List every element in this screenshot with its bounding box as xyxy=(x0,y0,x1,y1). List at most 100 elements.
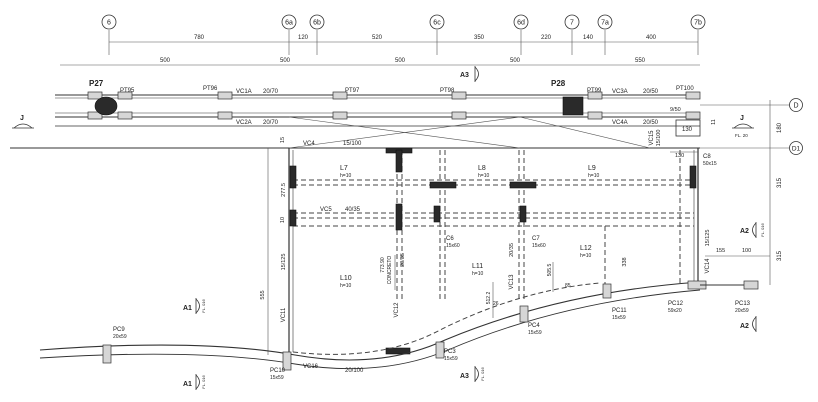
pillar-pc11 xyxy=(602,283,612,299)
plate-label: PT97 xyxy=(345,88,360,94)
column-head xyxy=(519,205,527,223)
axis-label: 7a xyxy=(601,20,609,27)
dimension-label: 9/50 xyxy=(670,107,681,113)
slab-thickness: h=10 xyxy=(580,253,591,259)
section-label: A1 xyxy=(183,381,192,388)
slab-label: L8 xyxy=(478,165,486,172)
pillar-size: 15x59 xyxy=(528,330,542,336)
beam-size: 20/100 xyxy=(345,368,364,374)
dimension-label: 140 xyxy=(583,35,594,41)
beam-label: VC14 xyxy=(705,258,711,274)
pillar-pc3 xyxy=(435,341,445,359)
axis-bubble xyxy=(690,14,706,30)
annotation-text: CONCRETO xyxy=(387,256,393,285)
pillar-size: 15x59 xyxy=(612,315,626,321)
row-axis-label: D1 xyxy=(792,146,801,153)
plate xyxy=(117,111,133,120)
beam-label: VC1A xyxy=(236,89,252,95)
dimension-label: 11 xyxy=(711,119,717,125)
plate-pt96 xyxy=(217,91,233,100)
plate-label: PT95 xyxy=(120,88,135,94)
section-ref: FL. 016 xyxy=(760,222,765,236)
slab-label: L10 xyxy=(340,275,352,282)
pillar-label: PC9 xyxy=(113,327,125,333)
axis-bubble xyxy=(564,14,580,30)
section-label: A1 xyxy=(183,305,192,312)
annotation-text: 26 xyxy=(493,301,499,307)
axis-bubble xyxy=(309,14,325,30)
dimension-label: 780 xyxy=(194,35,205,41)
opening-box xyxy=(675,119,701,137)
plate-pt95 xyxy=(87,91,103,100)
slab-thickness: h=10 xyxy=(340,173,351,179)
dimension-label: 220 xyxy=(541,35,552,41)
beam-label: VC16 xyxy=(303,364,319,370)
pillar-pc10 xyxy=(282,351,292,371)
section-arrow-icon xyxy=(195,374,200,390)
dimension-label: 120 xyxy=(298,35,309,41)
pillar-size: 15x59 xyxy=(270,375,284,381)
beam-size: 20/35 xyxy=(509,243,515,257)
plate-pt98 xyxy=(451,91,467,100)
slab-label: L12 xyxy=(580,245,592,252)
axis-label: 7b xyxy=(694,20,702,27)
dimension-label: 520 xyxy=(372,35,383,41)
plate xyxy=(451,111,467,120)
plate-label: PT98 xyxy=(440,88,455,94)
pillar-label: PC4 xyxy=(528,323,540,329)
column-head xyxy=(385,347,411,355)
beam-size: 20/70 xyxy=(263,89,279,95)
dimension-label: 100 xyxy=(742,248,751,254)
plate xyxy=(87,111,103,120)
beam-size: 40/35 xyxy=(345,207,361,213)
section-ref: FL. 016 xyxy=(480,366,485,380)
pillar-label: C6 xyxy=(446,236,454,242)
axis-label: 6d xyxy=(517,20,525,27)
axis-label: 6 xyxy=(107,20,111,27)
dimension-label: 155 xyxy=(716,248,725,254)
dimension-label: 350 xyxy=(474,35,485,41)
section-arrow-icon xyxy=(195,298,200,314)
section-arrow-icon xyxy=(752,316,757,332)
axis-bubble xyxy=(513,14,529,30)
pillar-size: 15x59 xyxy=(444,356,458,362)
plate-pt97 xyxy=(332,91,348,100)
pillar-size: 15x60 xyxy=(446,243,460,249)
column-head xyxy=(689,165,697,189)
beam-label: VC4A xyxy=(612,120,628,126)
section-arrow-icon xyxy=(752,222,757,238)
slab-label: L7 xyxy=(340,165,348,172)
dimension-label: 500 xyxy=(160,58,171,64)
pillar-size: 59x20 xyxy=(668,308,682,314)
column-p28 xyxy=(562,96,584,116)
plate-label: PT99 xyxy=(587,88,602,94)
beam-label: VC3A xyxy=(612,89,628,95)
section-arrow-icon xyxy=(12,123,34,129)
column-head xyxy=(433,205,441,223)
dimension-label: 15 xyxy=(280,137,286,143)
axis-bubble xyxy=(281,14,297,30)
plate-pt95b xyxy=(117,91,133,100)
section-label: A2 xyxy=(740,228,749,235)
beam-label: VC11 xyxy=(281,307,287,322)
row-axis-bubble xyxy=(789,98,803,112)
column-head xyxy=(289,165,297,189)
pillar-pc4 xyxy=(519,305,529,323)
annotation-text: 512.2 xyxy=(486,292,492,305)
column-head xyxy=(429,181,457,189)
beam-size: 20/50 xyxy=(643,120,659,126)
plate-pt100 xyxy=(685,91,701,100)
column-label: P28 xyxy=(551,79,566,88)
pillar-label: PC3 xyxy=(444,349,456,355)
dimension-label: 500 xyxy=(280,58,291,64)
annotation-text: 505.5 xyxy=(547,264,553,277)
axis-bubble xyxy=(597,14,613,30)
slab-thickness: h=10 xyxy=(472,271,483,277)
dimension-label: 500 xyxy=(395,58,406,64)
annotation-text: 85 xyxy=(565,283,571,289)
beam-label: VC15 xyxy=(649,130,655,146)
section-label: A3 xyxy=(460,373,469,380)
slab-thickness: h=10 xyxy=(478,173,489,179)
slab-label: L9 xyxy=(588,165,596,172)
curved-beam: VC16 20/100 PC9 20x59 PC10 15x59 PC3 15x… xyxy=(39,280,759,381)
